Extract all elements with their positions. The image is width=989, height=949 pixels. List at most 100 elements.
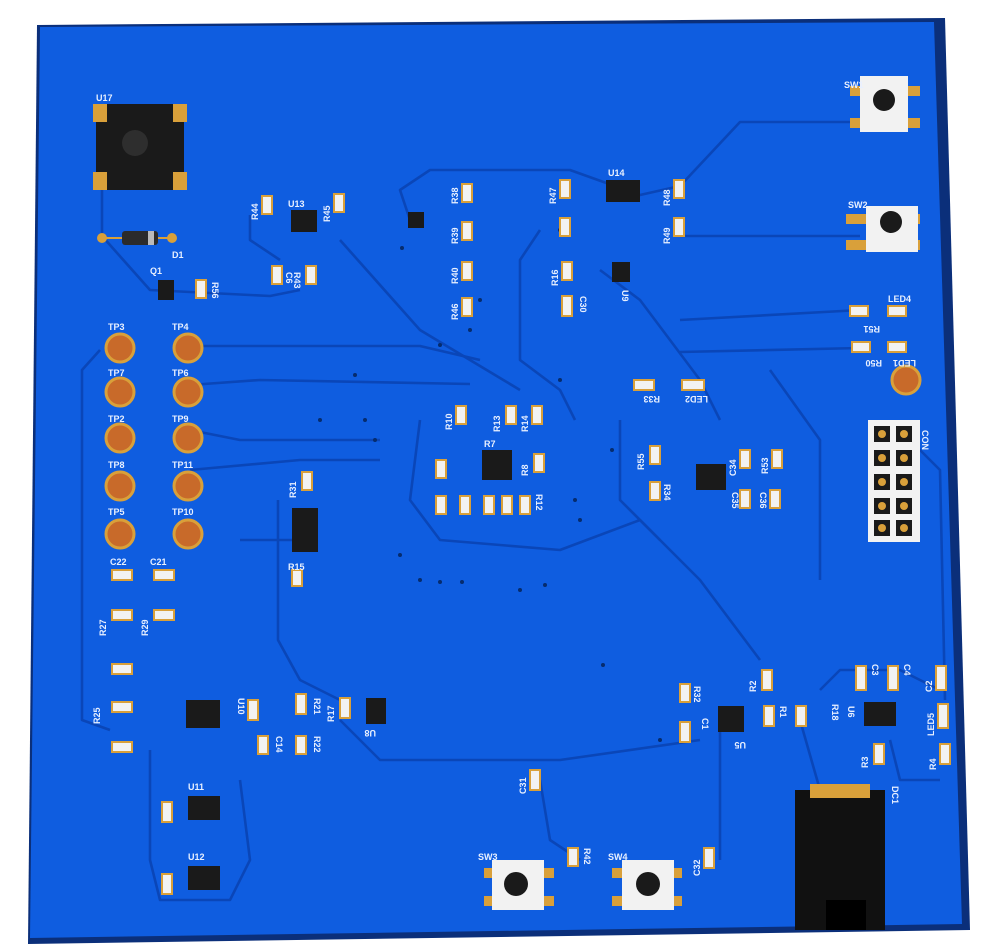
r48-label: R48 <box>662 189 672 206</box>
r43-label: R43 <box>292 272 302 289</box>
switch-sw1: SW1 <box>844 76 920 132</box>
buzzer-u17: U17 <box>93 93 187 190</box>
r34-label: R34 <box>662 484 672 501</box>
u14-label: U14 <box>608 168 625 178</box>
dc-jack-dc1: DC1 <box>795 784 900 930</box>
r56-label: R56 <box>210 282 220 299</box>
r53-label: R53 <box>760 457 770 474</box>
r16-label: R16 <box>550 269 560 286</box>
r40-label: R40 <box>450 267 460 284</box>
r7-label: R7 <box>484 439 496 449</box>
r49-label: R49 <box>662 227 672 244</box>
c1-label: C1 <box>700 718 710 730</box>
c34-label: C34 <box>728 459 738 476</box>
u17-label: U17 <box>96 93 113 103</box>
test-points: TP3 TP4 TP7 TP6 TP2 TP9 TP8 TP11 TP5 TP1… <box>104 322 922 550</box>
switch-sw2: SW2 <box>846 200 920 252</box>
c22-label: C22 <box>110 557 127 567</box>
c6-label: C6 <box>284 272 294 284</box>
r51-label: R51 <box>863 324 880 334</box>
r27-label: R27 <box>98 619 108 636</box>
r45-label: R45 <box>322 205 332 222</box>
r46-label: R46 <box>450 303 460 320</box>
d1-label: D1 <box>172 250 184 260</box>
r47-label: R47 <box>548 187 558 204</box>
r21-label: R21 <box>312 698 322 715</box>
c4-label: C4 <box>902 664 912 676</box>
r17-label: R17 <box>326 705 336 722</box>
led5-label: LED5 <box>926 713 936 736</box>
r4-label: R4 <box>928 758 938 770</box>
r42-label: R42 <box>582 848 592 865</box>
c3-label: C3 <box>870 664 880 676</box>
u13-label: U13 <box>288 199 305 209</box>
tp10-label: TP10 <box>172 507 194 517</box>
tp6-label: TP6 <box>172 368 189 378</box>
c31-label: C31 <box>518 777 528 794</box>
ic-packages <box>158 180 896 890</box>
traces <box>80 120 947 902</box>
c14-label: C14 <box>274 736 284 753</box>
c36-label: C36 <box>758 492 768 509</box>
tp9-label: TP9 <box>172 414 189 424</box>
u8-label: U8 <box>364 728 376 738</box>
led4-label: LED4 <box>888 294 911 304</box>
header-con: CON <box>868 420 930 542</box>
sw4-label: SW4 <box>608 852 628 862</box>
r3-label: R3 <box>860 756 870 768</box>
c21-label: C21 <box>150 557 167 567</box>
r15-label: R15 <box>288 562 305 572</box>
r12-label: R12 <box>534 494 544 511</box>
dc1-label: DC1 <box>890 786 900 804</box>
u6-label: U6 <box>846 706 856 718</box>
r8-label: R8 <box>520 464 530 476</box>
u9-label: U9 <box>620 290 630 302</box>
vias <box>318 228 662 742</box>
tp5-label: TP5 <box>108 507 125 517</box>
c35-label: C35 <box>730 492 740 509</box>
diode-d1: D1 <box>97 231 184 260</box>
sw3-label: SW3 <box>478 852 498 862</box>
u5-label: U5 <box>734 740 746 750</box>
r2-label: R2 <box>748 680 758 692</box>
passives <box>111 179 951 895</box>
r10-label: R10 <box>444 413 454 430</box>
switch-sw3: SW3 <box>478 852 554 910</box>
r38-label: R38 <box>450 187 460 204</box>
u11-label: U11 <box>188 782 204 792</box>
switch-sw4: SW4 <box>608 852 682 910</box>
c30-label: C30 <box>578 296 588 313</box>
tp8-label: TP8 <box>108 460 125 470</box>
r18-label: R18 <box>830 704 840 721</box>
sw1-label: SW1 <box>844 80 864 90</box>
r50-label: R50 <box>865 358 882 368</box>
sw2-label: SW2 <box>848 200 868 210</box>
r31-label: R31 <box>288 481 298 498</box>
r55-label: R55 <box>636 453 646 470</box>
r32-label: R32 <box>692 686 702 703</box>
tp3-label: TP3 <box>108 322 125 332</box>
c2-label: C2 <box>924 680 934 692</box>
led1-label: LED1 <box>893 358 916 368</box>
tp11-label: TP11 <box>172 460 193 470</box>
tp2-label: TP2 <box>108 414 125 424</box>
u12-label: U12 <box>188 852 205 862</box>
r22-label: R22 <box>312 736 322 753</box>
silkscreen-labels: Q1 R56 R44 U13 R45 R43 C6 R38 R39 R40 R4… <box>92 168 938 876</box>
tp7-label: TP7 <box>108 368 125 378</box>
con-label: CON <box>920 430 930 450</box>
r33-label: R33 <box>643 394 660 404</box>
r44-label: R44 <box>250 203 260 220</box>
u10-label: U10 <box>236 698 246 715</box>
r1-label: R1 <box>778 706 788 718</box>
r13-label: R13 <box>492 415 502 432</box>
led2-label: LED2 <box>685 394 708 404</box>
q1-label: Q1 <box>150 266 162 276</box>
r29-label: R29 <box>140 619 150 636</box>
r39-label: R39 <box>450 227 460 244</box>
c32-label: C32 <box>692 859 702 876</box>
tp4-label: TP4 <box>172 322 189 332</box>
r14-label: R14 <box>520 415 530 432</box>
r25-label: R25 <box>92 707 102 724</box>
